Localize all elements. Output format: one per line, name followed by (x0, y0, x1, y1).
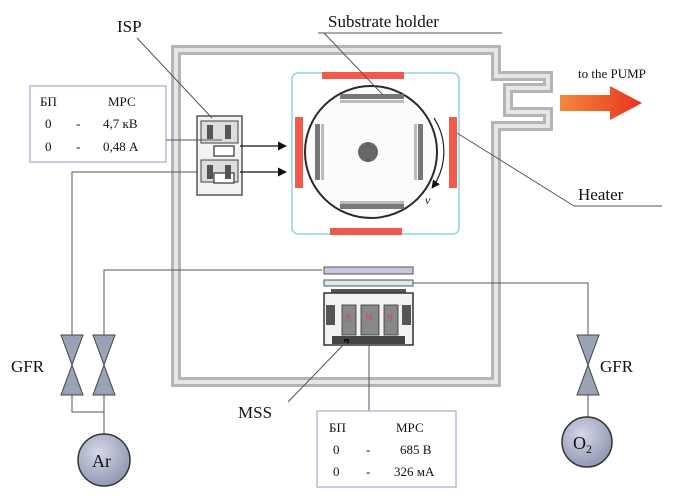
heater-left (295, 117, 303, 188)
substrate-holder-leader (323, 32, 384, 96)
mss-row1-dash: - (366, 442, 370, 457)
isp-row2-a: 0 (45, 139, 52, 154)
substrate-holder-label: Substrate holder (328, 12, 439, 31)
substrate-top (340, 94, 404, 99)
mss-col2: МРС (396, 420, 424, 435)
mss-col1: БП (329, 420, 346, 435)
gfr-valve-o2 (576, 334, 600, 396)
mss-row2-a: 0 (333, 464, 340, 479)
mss-power-panel: БП МРС 0 - 685 В 0 - 326 мА (316, 410, 457, 488)
isp-row1-b: 4,7 кВ (103, 116, 138, 131)
mss-row1-b: 685 В (400, 442, 432, 457)
isp-device (196, 115, 243, 196)
isp-col1: БП (40, 94, 57, 109)
isp-row2-b: 0,48 А (103, 139, 139, 154)
heaters (295, 72, 457, 235)
magnetron-source: S N S (323, 266, 414, 346)
magnet-s-right (383, 304, 399, 336)
heater-top (322, 72, 404, 79)
rotation-arrow (431, 117, 445, 189)
gfr-valve-ar-isp (60, 334, 84, 396)
substrate-left (315, 124, 320, 180)
mss-leader (287, 340, 348, 403)
heater-leader (456, 132, 575, 207)
mss-label: MSS (238, 403, 272, 422)
heater-bottom (330, 228, 402, 235)
gfr-left-label: GFR (11, 357, 45, 376)
o2-line (413, 282, 589, 335)
isp-row2-dash: - (76, 139, 80, 154)
o2-label: O2 (573, 433, 592, 456)
ar-line-to-isp (71, 171, 198, 335)
svg-text:S: S (387, 312, 393, 324)
heater-right (449, 117, 457, 188)
isp-row1-dash: - (76, 116, 80, 131)
isp-leader (136, 37, 213, 119)
heater-label: Heater (578, 185, 624, 204)
substrate-bottom (340, 204, 404, 209)
gfr-valve-ar-mss (92, 334, 116, 396)
isp-row1-a: 0 (45, 116, 52, 131)
oxygen-source (561, 416, 613, 468)
ar-line-to-mss (103, 269, 322, 335)
substrate-holder (304, 85, 445, 219)
isp-col2: МРС (108, 94, 136, 109)
mss-row2-b: 326 мА (394, 464, 435, 479)
svg-text:S: S (345, 312, 351, 324)
isp-label: ISP (117, 17, 142, 36)
to-pump-label: to the PUMP (578, 66, 646, 81)
velocity-label: v (425, 193, 431, 207)
vacuum-chamber (171, 45, 553, 387)
magnet-s-left (341, 304, 357, 336)
magnet-n (360, 304, 380, 336)
mss-row2-dash: - (366, 464, 370, 479)
substrate-right (418, 124, 423, 180)
pump-arrow (560, 86, 642, 120)
argon-source (77, 433, 131, 487)
mss-row1-a: 0 (333, 442, 340, 457)
ar-label: Ar (92, 451, 111, 471)
rotation-axis (358, 142, 378, 162)
isp-power-panel: БП МРС 0 - 4,7 кВ 0 - 0,48 А (29, 85, 167, 163)
svg-text:N: N (365, 312, 373, 324)
gfr-right-label: GFR (600, 357, 634, 376)
